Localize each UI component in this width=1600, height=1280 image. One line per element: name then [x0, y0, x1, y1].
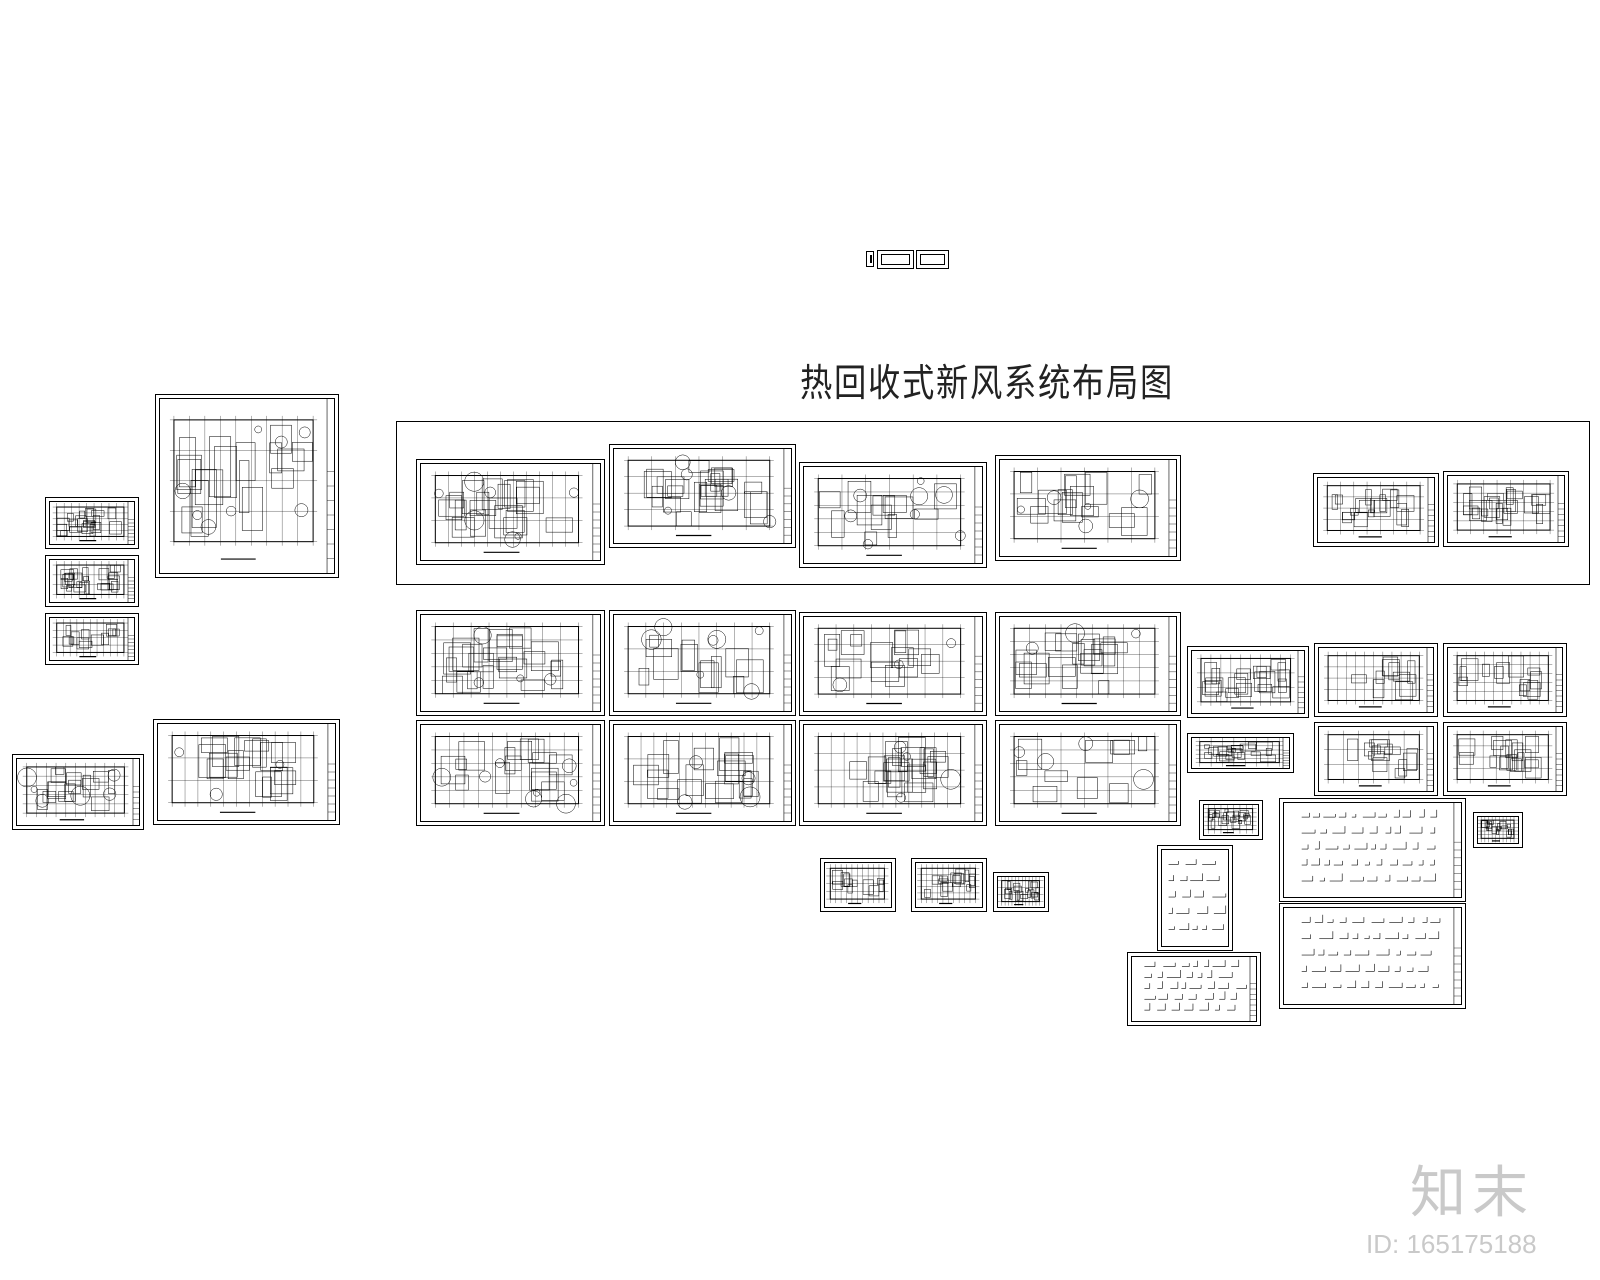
- sheet-drawing-area: [420, 463, 601, 561]
- sheet-plan-r2-c4[interactable]: [995, 612, 1181, 716]
- sheet-drawing-area: [1283, 802, 1462, 898]
- sheet-left-small-2[interactable]: [45, 555, 139, 607]
- sheet-drawing-area: [159, 398, 335, 574]
- sheet-left-small-3[interactable]: [45, 613, 139, 665]
- sheet-drawing-area: [157, 723, 336, 821]
- sheet-drawing-area: [1447, 726, 1563, 792]
- sheet-drawing-area: [613, 614, 792, 712]
- sheet-drawing-area: [613, 448, 792, 544]
- sheet-plan-r2-c6[interactable]: [1314, 643, 1438, 717]
- sheet-drawing-area: [49, 617, 135, 661]
- sheet-tiny-1[interactable]: [866, 251, 874, 267]
- sheet-drawing-area: [1318, 647, 1434, 713]
- sheet-drawing-area: [915, 862, 983, 908]
- sheet-plan-r3-c7[interactable]: [1443, 722, 1567, 796]
- sheet-plan-r2-c3[interactable]: [799, 612, 987, 716]
- sheet-plan-r1-c3[interactable]: [799, 462, 987, 568]
- sheet-drawing-area: [49, 559, 135, 603]
- sheet-drawing-area: [1161, 849, 1229, 947]
- sheet-drawing-area: [49, 501, 135, 545]
- sheet-detail-equipment[interactable]: [1187, 733, 1294, 773]
- sheet-notes[interactable]: [1157, 845, 1233, 951]
- sheet-drawing-area: [803, 466, 983, 564]
- sheet-plan-r1-c6[interactable]: [1443, 471, 1569, 547]
- sheet-detail-small-2[interactable]: [1473, 812, 1523, 848]
- sheet-system-diagram-1[interactable]: [1279, 798, 1466, 902]
- sheet-plan-r1-c5[interactable]: [1313, 473, 1439, 547]
- sheet-drawing-area: [1477, 816, 1519, 844]
- sheet-drawing-area: [420, 614, 601, 712]
- sheet-plan-r2-c5[interactable]: [1187, 646, 1309, 718]
- sheet-drawing-area: [613, 724, 792, 822]
- sheet-left-lower-1[interactable]: [12, 754, 144, 830]
- sheet-drawing-area: [1447, 475, 1565, 543]
- sheet-plan-r3-c3[interactable]: [799, 720, 987, 826]
- sheet-left-lower-2[interactable]: [153, 719, 340, 825]
- sheet-plan-r2-c1[interactable]: [416, 610, 605, 716]
- sheet-plan-r2-c7[interactable]: [1443, 643, 1567, 717]
- sheet-plan-r3-c2[interactable]: [609, 720, 796, 826]
- sheet-system-diagram-3[interactable]: [1127, 952, 1261, 1026]
- sheet-tiny-2[interactable]: [877, 250, 914, 269]
- sheet-plan-r1-c4[interactable]: [995, 455, 1181, 561]
- sheet-drawing-area: [16, 758, 140, 826]
- sheet-drawing-area: [999, 724, 1177, 822]
- sheet-section-2[interactable]: [911, 858, 987, 912]
- sheet-drawing-area: [881, 254, 910, 265]
- sheet-drawing-area: [803, 616, 983, 712]
- sheet-plan-r1-c1[interactable]: [416, 459, 605, 565]
- sheet-tiny-3[interactable]: [916, 250, 949, 269]
- sheet-drawing-area: [999, 616, 1177, 712]
- sheet-system-diagram-2[interactable]: [1279, 903, 1466, 1009]
- sheet-drawing-area: [420, 724, 601, 822]
- sheet-drawing-area: [1283, 907, 1462, 1005]
- sheet-detail-small-3[interactable]: [993, 872, 1049, 912]
- sheet-drawing-area: [803, 724, 983, 822]
- sheet-drawing-area: [920, 254, 945, 265]
- sheet-drawing-area: [1131, 956, 1257, 1022]
- watermark-brand: 知末: [1410, 1161, 1534, 1226]
- sheet-detail-small-1[interactable]: [1199, 800, 1263, 840]
- sheet-drawing-area: [870, 255, 872, 263]
- sheet-group-frame: [396, 421, 1590, 585]
- sheet-drawing-area: [1447, 647, 1563, 713]
- drawing-title: 热回收式新风系统布局图: [800, 361, 1175, 405]
- sheet-plan-r2-c2[interactable]: [609, 610, 796, 716]
- watermark-id: ID: 165175188: [1366, 1229, 1537, 1259]
- sheet-plan-r3-c4[interactable]: [995, 720, 1181, 826]
- sheet-site-plan[interactable]: [155, 394, 339, 578]
- sheet-drawing-area: [1191, 737, 1290, 769]
- sheet-section-1[interactable]: [820, 858, 896, 912]
- sheet-drawing-area: [1317, 477, 1435, 543]
- sheet-drawing-area: [997, 876, 1045, 908]
- sheet-drawing-area: [824, 862, 892, 908]
- sheet-drawing-area: [1191, 650, 1305, 714]
- sheet-drawing-area: [1203, 804, 1259, 836]
- sheet-left-small-1[interactable]: [45, 497, 139, 549]
- sheet-drawing-area: [1318, 726, 1434, 792]
- sheet-plan-r1-c2[interactable]: [609, 444, 796, 548]
- sheet-plan-r3-c1[interactable]: [416, 720, 605, 826]
- sheet-drawing-area: [999, 459, 1177, 557]
- sheet-plan-r3-c6[interactable]: [1314, 722, 1438, 796]
